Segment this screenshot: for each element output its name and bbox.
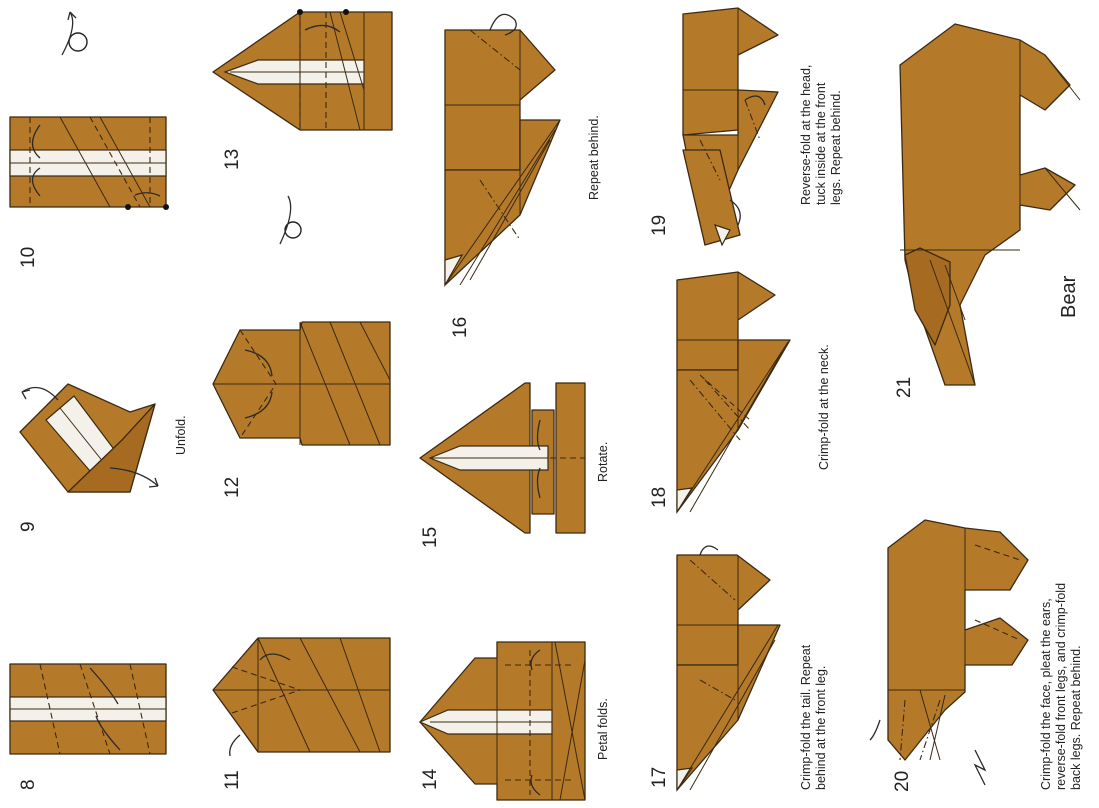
step-10-number: 10 [18,247,39,268]
step-15-caption: Rotate. [596,442,610,482]
step-18-caption: Crimp-fold at the neck. [817,344,831,470]
step-19-number: 19 [649,215,670,236]
step-17-caption: Crimp-fold the tail. Repeat behind at th… [799,641,828,790]
step-21-bear-diagram [900,24,1080,385]
step-12-number: 12 [222,477,243,498]
step-14-diagram [420,642,585,800]
step-17-diagram [677,546,780,790]
step-10-diagram [10,12,169,210]
step-8-diagram [10,664,166,754]
step-20-caption: Crimp-fold the face, pleat the ears, rev… [1039,579,1083,790]
step-9-number: 9 [18,521,39,532]
step-19-caption: Reverse-fold at the head, tuck inside at… [799,61,843,205]
step-11-diagram [213,638,390,756]
step-15-diagram [420,383,585,533]
step-16-caption: Repeat behind. [587,115,601,200]
step-21-number: 21 [894,377,915,398]
step-11-number: 11 [222,770,243,790]
step-9-diagram [20,384,158,492]
step-14-caption: Petal folds. [596,698,610,760]
step-15-number: 15 [420,527,441,548]
step-13-diagram [213,9,392,130]
step-13-number: 13 [222,149,243,170]
step-20-number: 20 [892,771,913,792]
step-8-number: 8 [18,779,39,790]
step-17-number: 17 [649,767,670,788]
step-16-diagram [445,14,560,285]
step-20-diagram [870,520,1028,785]
step-12-diagram [213,322,390,445]
step-19-diagram [683,8,778,245]
bear-title: Bear [1058,275,1080,318]
step-18-number: 18 [649,487,670,508]
step-9-caption: Unfold. [174,415,188,455]
step-18-diagram [677,272,790,512]
step-16-number: 16 [450,317,471,338]
step-14-number: 14 [420,768,441,790]
